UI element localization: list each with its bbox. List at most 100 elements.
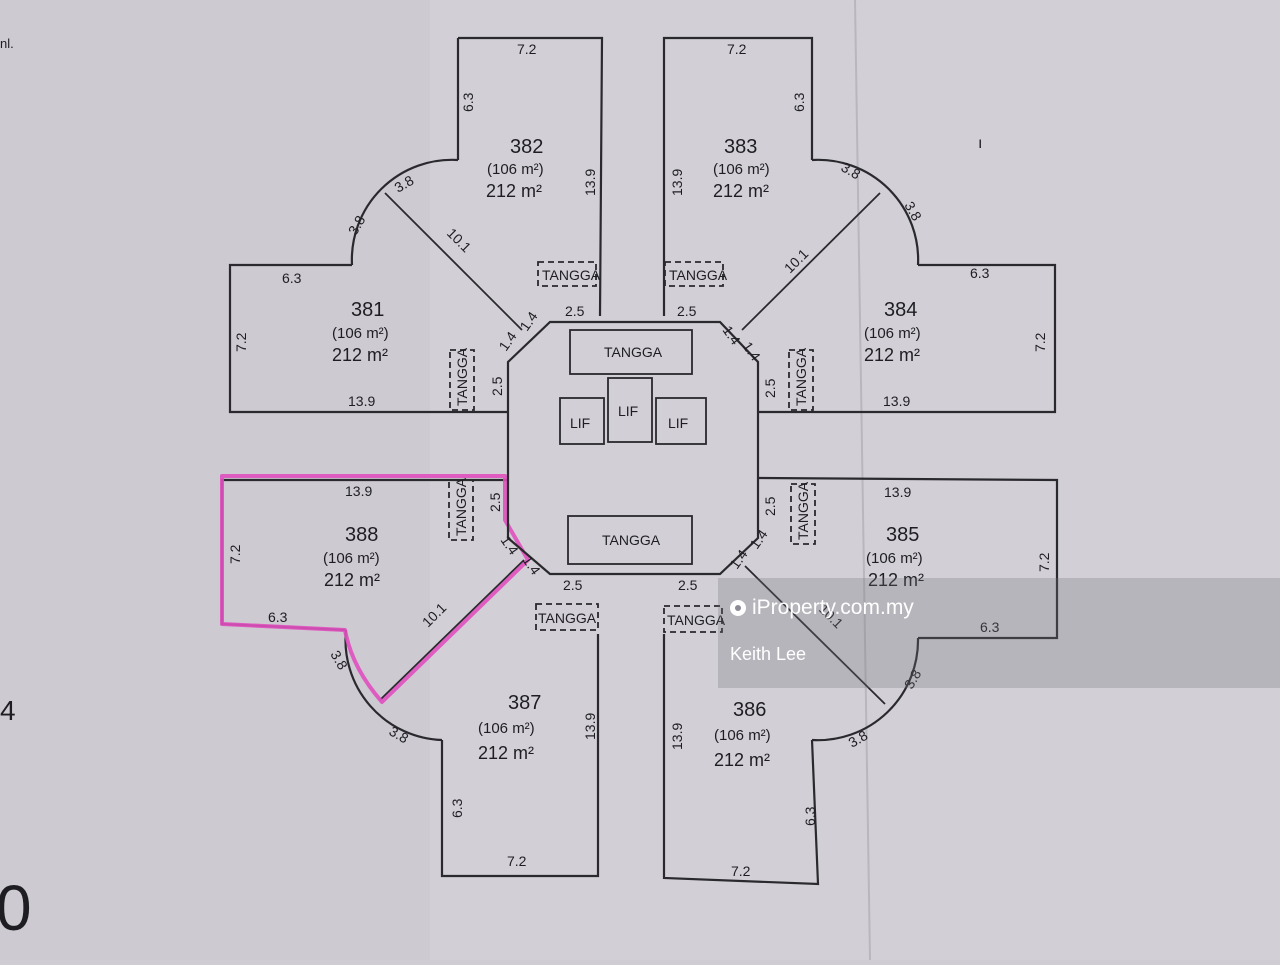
dim-side: 6.3 xyxy=(802,806,818,826)
unit-small-area: (106 m²) xyxy=(713,161,770,178)
stair-385-label: TANGGA xyxy=(795,481,811,540)
unit-area: 212 m² xyxy=(713,181,769,201)
dim-width: 7.2 xyxy=(1032,332,1048,352)
watermark-panel: iProperty.com.my Keith Lee xyxy=(718,578,1280,688)
stair-381 xyxy=(449,349,475,411)
location-pin-icon xyxy=(730,600,746,616)
dim-side: 6.3 xyxy=(282,270,302,286)
unit-small-area: (106 m²) xyxy=(323,550,380,567)
unit-small-area: (106 m²) xyxy=(864,325,921,342)
stair-381-label: TANGGA xyxy=(454,347,470,406)
dim-depth: 13.9 xyxy=(669,169,685,196)
lift-right xyxy=(655,397,707,445)
stair-388-label: TANGGA xyxy=(453,477,469,536)
unit-small-area: (106 m²) xyxy=(714,727,771,744)
core-dim-tl: 2.5 xyxy=(565,303,585,319)
dim-depth: 13.9 xyxy=(669,723,685,750)
unit-number: 388 xyxy=(345,524,378,546)
core-dim-tr: 2.5 xyxy=(677,303,697,319)
unit-385: 13.9 7.2 6.3 10.1 3.8 385 (106 m²) 212 m… xyxy=(744,476,1059,742)
unit-number: 382 xyxy=(510,136,543,158)
unit-area: 212 m² xyxy=(478,743,534,763)
paper-fold xyxy=(854,0,871,961)
core-dim-lb: 2.5 xyxy=(487,492,503,512)
unit-number: 385 xyxy=(886,524,919,546)
core-dim-bl: 2.5 xyxy=(563,577,583,593)
dim-width: 7.2 xyxy=(227,544,243,564)
unit-stairs: TANGGA TANGGA TANGGA TANGGA TANGGA TANGG… xyxy=(448,261,816,633)
lift-middle-label: LIF xyxy=(618,403,638,419)
unit-387: 13.9 6.3 7.2 3.8 387 (106 m²) 212 m² xyxy=(344,629,600,878)
dim-depth: 13.9 xyxy=(582,713,598,740)
unit-area: 212 m² xyxy=(324,570,380,590)
dim-side: 6.3 xyxy=(980,619,1000,635)
unit-number: 381 xyxy=(351,299,384,321)
core-dim-rb: 2.5 xyxy=(762,496,778,516)
unit-area: 212 m² xyxy=(714,750,770,770)
corner-note: nl. xyxy=(0,36,14,51)
unit-small-area: (106 m²) xyxy=(866,550,923,567)
dim-depth: 13.9 xyxy=(348,393,375,409)
dim-side: 6.3 xyxy=(268,609,288,625)
lift-left-label: LIF xyxy=(570,415,590,431)
unit-area: 212 m² xyxy=(864,345,920,365)
lift-middle xyxy=(607,377,653,443)
watermark-brand-text: iProperty.com.my xyxy=(752,596,914,619)
stair-382-label: TANGGA xyxy=(542,267,601,283)
unit-386: 13.9 6.3 7.2 3.8 386 (106 m²) 212 m² xyxy=(662,634,871,886)
core-stair-top xyxy=(569,329,693,375)
dim-side: 6.3 xyxy=(449,798,465,818)
core-stair-bottom xyxy=(567,515,693,565)
core-dim-br: 2.5 xyxy=(678,577,698,593)
watermark-brand[interactable]: iProperty.com.my xyxy=(730,596,914,620)
dim-depth: 13.9 xyxy=(582,169,598,196)
stair-386 xyxy=(663,605,723,633)
unit-381: 6.3 7.2 13.9 381 (106 m²) 212 m² xyxy=(228,263,508,414)
unit-number: 384 xyxy=(884,299,917,321)
stair-387 xyxy=(535,603,599,631)
dim-depth: 13.9 xyxy=(884,484,911,500)
dim-side: 6.3 xyxy=(791,92,807,112)
dim-width: 7.2 xyxy=(1036,552,1052,572)
stair-384 xyxy=(788,349,814,411)
unit-small-area: (106 m²) xyxy=(332,325,389,342)
margin-tick: ı xyxy=(978,135,982,152)
margin-big-digit: 0 xyxy=(0,872,32,944)
dim-depth: 13.9 xyxy=(883,393,910,409)
dim-side: 6.3 xyxy=(970,265,990,281)
dim-width: 7.2 xyxy=(507,853,527,869)
stair-387-label: TANGGA xyxy=(538,610,597,626)
stair-383-label: TANGGA xyxy=(669,267,728,283)
unit-number: 387 xyxy=(508,692,541,714)
core-dim-rt: 2.5 xyxy=(762,378,778,398)
unit-number: 386 xyxy=(733,699,766,721)
stair-384-label: TANGGA xyxy=(793,347,809,406)
dim-depth: 13.9 xyxy=(345,483,372,499)
dim-width: 7.2 xyxy=(517,41,537,57)
lift-left xyxy=(559,397,605,445)
core-dim-lt: 2.5 xyxy=(489,376,505,396)
unit-388-highlight xyxy=(220,474,530,704)
unit-number: 383 xyxy=(724,136,757,158)
margin-digit: 4 xyxy=(0,695,16,726)
core-stair-top-label: TANGGA xyxy=(604,344,663,360)
stair-385 xyxy=(790,483,816,545)
unit-small-area: (106 m²) xyxy=(487,161,544,178)
stair-388 xyxy=(448,479,474,541)
unit-area: 212 m² xyxy=(486,181,542,201)
unit-383: 7.2 6.3 13.9 3.8 3.8 10.1 383 (106 m²) 2… xyxy=(662,36,925,331)
dim-width: 7.2 xyxy=(731,863,751,879)
stair-383 xyxy=(664,261,724,287)
watermark-agent: Keith Lee xyxy=(730,644,807,664)
unit-area: 212 m² xyxy=(868,570,924,590)
dim-width: 7.2 xyxy=(727,41,747,57)
unit-small-area: (106 m²) xyxy=(478,720,535,737)
dim-side: 6.3 xyxy=(460,92,476,112)
unit-384: 6.3 7.2 13.9 384 (106 m²) 212 m² xyxy=(758,263,1057,414)
stair-386-label: TANGGA xyxy=(667,612,726,628)
lift-right-label: LIF xyxy=(668,415,688,431)
unit-area: 212 m² xyxy=(332,345,388,365)
core-stair-bottom-label: TANGGA xyxy=(602,532,661,548)
